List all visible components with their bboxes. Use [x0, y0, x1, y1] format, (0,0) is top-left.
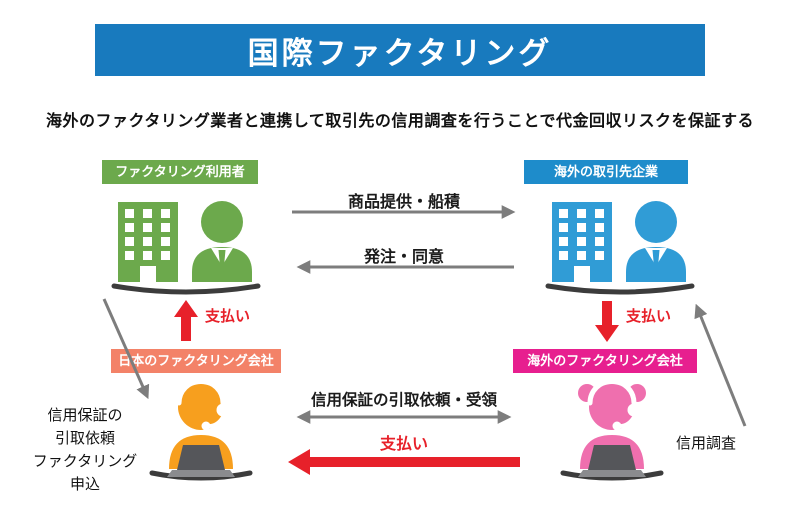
factoring-user-icon [106, 194, 266, 298]
guarantee-request-label: 信用保証の引取依頼・受領 [310, 392, 498, 409]
subtitle: 海外のファクタリング業者と連携して取引先の信用調査を行うことで代金回収リスクを保… [46, 113, 754, 130]
overseas-client-icon [540, 194, 700, 298]
label-overseas-factoring-company: 海外のファクタリング会社 [513, 349, 697, 373]
credit-check-arrow [694, 303, 747, 427]
label-japan-factoring-company: 日本のファクタリング会社 [111, 349, 281, 373]
label-factoring-user: ファクタリング利用者 [102, 160, 258, 184]
page-title: 国際ファクタリング [247, 35, 553, 71]
japan-factoring-operator-icon [146, 377, 256, 483]
payment-between-companies-label: 支払い [379, 436, 429, 453]
factoring-application-arrow [102, 298, 150, 400]
payment-from-client-label: 支払い [626, 308, 672, 325]
title-banner: 国際ファクタリング [95, 24, 705, 76]
payment-up-arrow [174, 300, 198, 341]
goods-shipping-label: 商品提供・船積 [347, 194, 461, 211]
label-overseas-client: 海外の取引先企業 [524, 160, 688, 184]
order-consent-label: 発注・同意 [363, 249, 445, 266]
payment-to-user-label: 支払い [205, 308, 251, 325]
payment-down-arrow [595, 301, 619, 342]
credit-check-label: 信用調査 [676, 435, 737, 452]
overseas-factoring-operator-icon [557, 377, 667, 483]
factoring-application-note: 信用保証の 引取依頼 ファクタリング 申込 [32, 407, 138, 493]
